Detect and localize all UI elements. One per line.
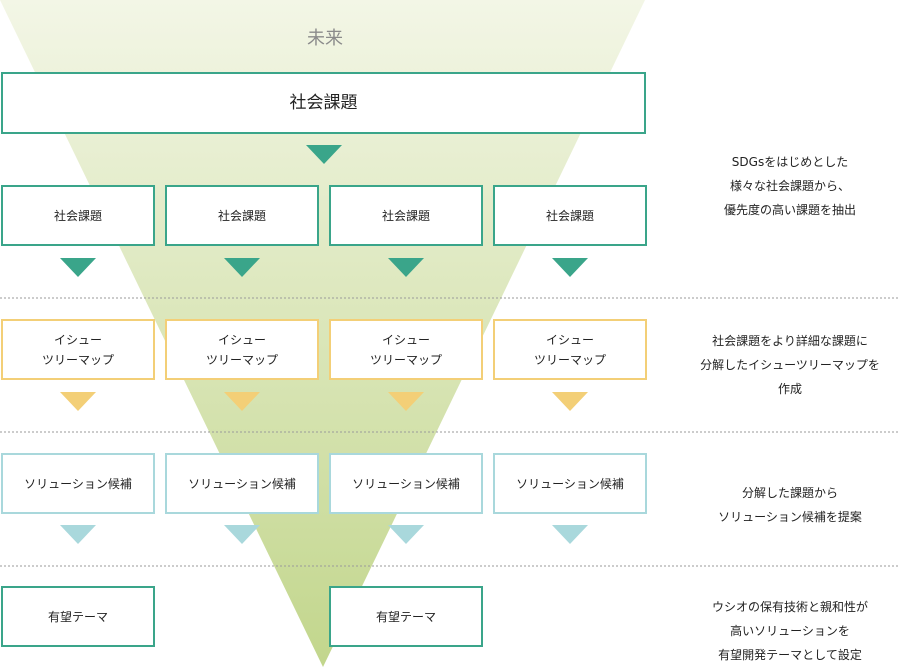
arrow-down-icon: [388, 392, 424, 411]
arrow-down-icon: [388, 525, 424, 544]
arrow-down-icon: [552, 392, 588, 411]
step4-description: ウシオの保有技術と親和性が 高いソリューションを 有望開発テーマとして設定: [711, 600, 868, 662]
main-social-issue-label: 社会課題: [289, 93, 358, 113]
issue-tree-map-box: イシュー ツリーマップ: [1, 319, 155, 380]
issue-tree-map-label: イシュー ツリーマップ: [205, 332, 278, 367]
arrow-down-icon: [60, 258, 96, 277]
issue-tree-map-box: イシュー ツリーマップ: [329, 319, 483, 380]
social-issue-box: 社会課題: [329, 185, 483, 246]
issue-tree-map-label: イシュー ツリーマップ: [533, 332, 606, 367]
issue-tree-map-label: イシュー ツリーマップ: [369, 332, 442, 367]
future-label: 未来: [307, 28, 343, 49]
arrow-down-icon: [388, 258, 424, 277]
social-issue-box: 社会課題: [493, 185, 647, 246]
issue-tree-map-box: イシュー ツリーマップ: [165, 319, 319, 380]
solution-candidate-box: ソリューション候補: [1, 453, 155, 514]
solution-candidate-label: ソリューション候補: [352, 476, 460, 491]
arrow-down-icon: [552, 258, 588, 277]
arrow-down-icon: [224, 392, 260, 411]
funnel-triangle: [0, 0, 645, 667]
arrow-down-icon: [60, 392, 96, 411]
main-social-issue-box: 社会課題: [1, 72, 646, 134]
arrow-down-icon: [552, 525, 588, 544]
social-issue-label: 社会課題: [381, 208, 430, 223]
promising-theme-label: 有望テーマ: [47, 609, 108, 624]
solution-candidate-label: ソリューション候補: [24, 476, 132, 491]
solution-candidate-box: ソリューション候補: [493, 453, 647, 514]
social-issue-box: 社会課題: [1, 185, 155, 246]
solution-candidate-label: ソリューション候補: [516, 476, 624, 491]
arrow-down-icon: [306, 145, 342, 164]
social-issue-label: 社会課題: [545, 208, 594, 223]
solution-candidate-label: ソリューション候補: [188, 476, 296, 491]
arrow-down-icon: [60, 525, 96, 544]
social-issue-label: 社会課題: [53, 208, 102, 223]
solution-candidate-box: ソリューション候補: [329, 453, 483, 514]
arrow-down-icon: [224, 525, 260, 544]
step1-description: SDGsをはじめとした 様々な社会課題から、 優先度の高い課題を抽出: [723, 155, 856, 217]
promising-theme-label: 有望テーマ: [375, 609, 436, 624]
social-issue-label: 社会課題: [217, 208, 266, 223]
step3-description: 分解した課題から ソリューション候補を提案: [718, 486, 862, 524]
step2-description: 社会課題をより詳細な課題に 分解したイシューツリーマップを 作成: [700, 334, 880, 396]
issue-tree-map-label: イシュー ツリーマップ: [41, 332, 114, 367]
solution-candidate-box: ソリューション候補: [165, 453, 319, 514]
social-issue-box: 社会課題: [165, 185, 319, 246]
promising-theme-box: 有望テーマ: [329, 586, 483, 647]
issue-tree-map-box: イシュー ツリーマップ: [493, 319, 647, 380]
promising-theme-box: 有望テーマ: [1, 586, 155, 647]
arrow-down-icon: [224, 258, 260, 277]
